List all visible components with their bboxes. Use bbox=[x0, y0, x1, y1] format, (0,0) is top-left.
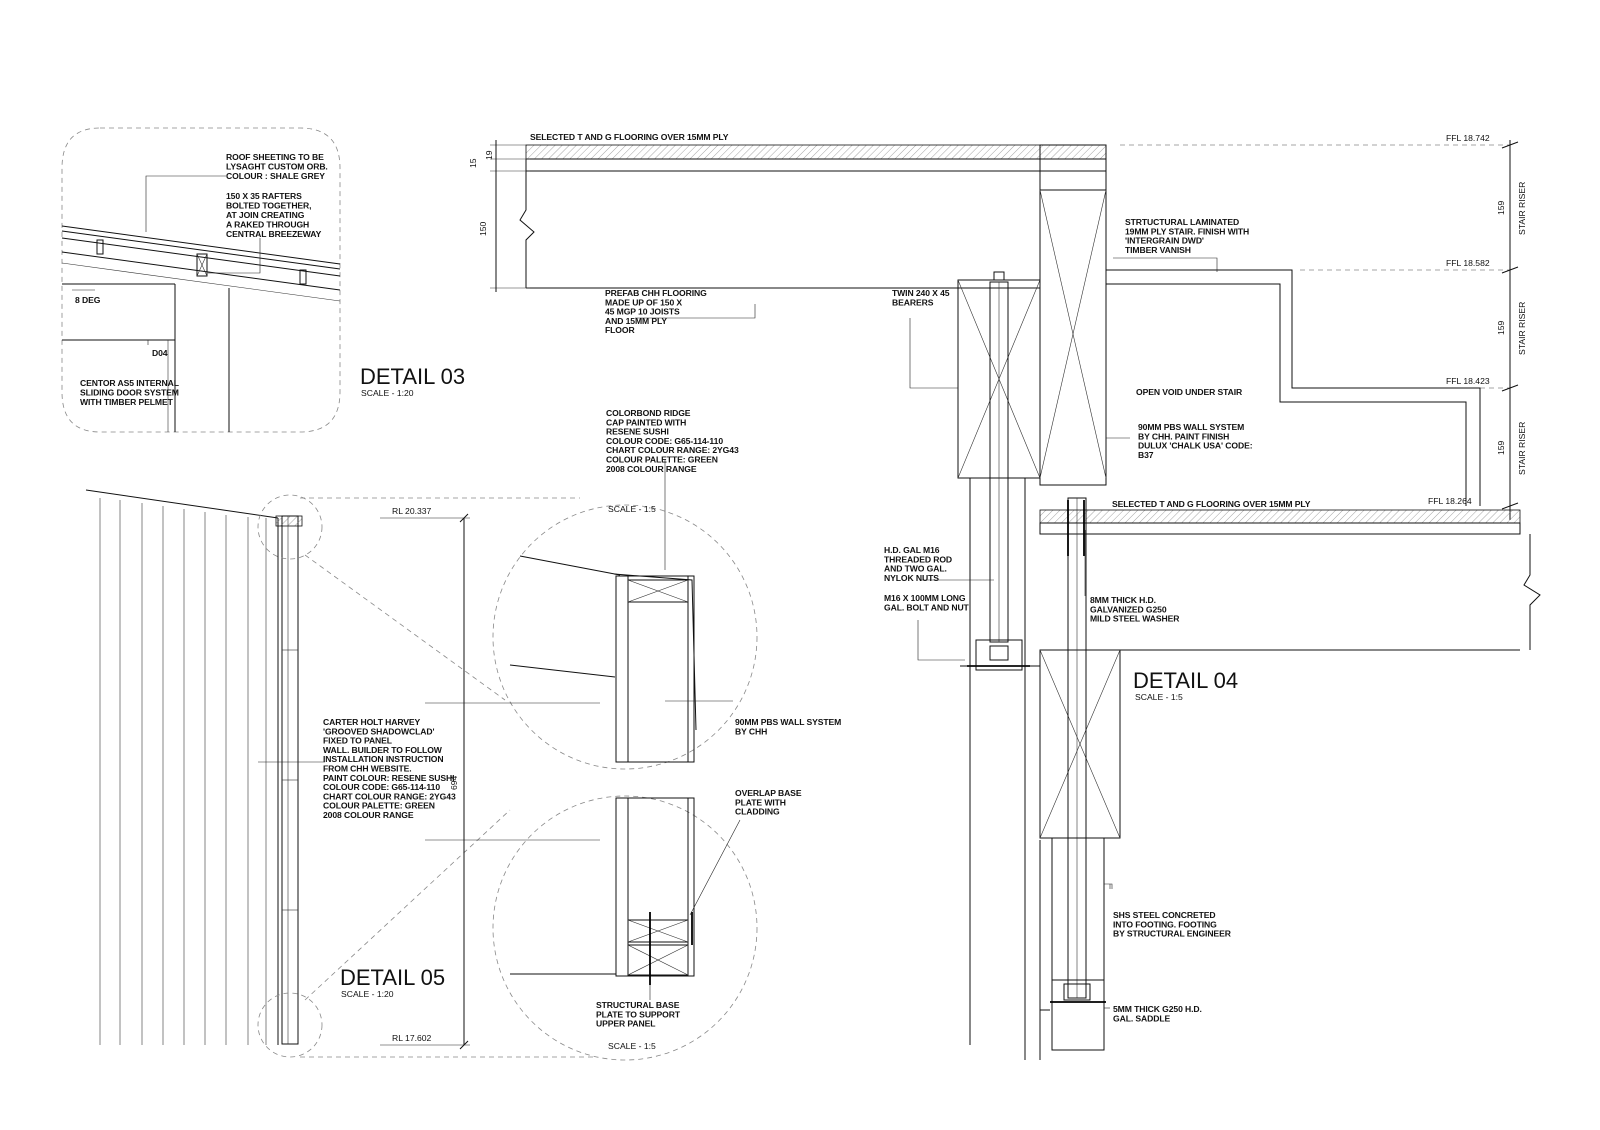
detail-04-scale: SCALE - 1:5 bbox=[1135, 692, 1183, 702]
shs-note: SHS STEEL CONCRETED INTO FOOTING. FOOTIN… bbox=[1113, 910, 1232, 939]
stair-stringer bbox=[1106, 269, 1481, 506]
dim-19: 19 bbox=[484, 150, 494, 160]
d05-base-note: STRUCTURAL BASE PLATE TO SUPPORT UPPER P… bbox=[596, 1000, 682, 1029]
d03-rafters-note: 150 X 35 RAFTERS BOLTED TOGETHER, AT JOI… bbox=[226, 191, 322, 239]
d05-ridge-note: COLORBOND RIDGE CAP PAINTED WITH RESENE … bbox=[606, 408, 741, 474]
d03-roof-note: ROOF SHEETING TO BE LYSAGHT CUSTOM ORB. … bbox=[226, 152, 330, 181]
ffl-4: FFL 18.264 bbox=[1428, 496, 1472, 506]
dim-15: 15 bbox=[468, 158, 478, 168]
d05-height-dim: 694 bbox=[449, 775, 459, 790]
ridge-cap-detail bbox=[509, 555, 697, 763]
lower-floor-ply bbox=[1039, 509, 1521, 524]
d05-circle-bottom-scale: SCALE - 1:5 bbox=[608, 1041, 656, 1051]
detail-03-title: DETAIL 03 bbox=[360, 364, 465, 389]
detail-04: 15 19 150 SELECTED T AND G FLOORING OVER… bbox=[468, 132, 1541, 1060]
ffl-3: FFL 18.423 bbox=[1446, 376, 1490, 386]
void-note: OPEN VOID UNDER STAIR bbox=[1136, 387, 1243, 397]
saddle-note: 5MM THICK G250 H.D. GAL. SADDLE bbox=[1113, 1004, 1204, 1023]
detail-03-scale: SCALE - 1:20 bbox=[361, 388, 414, 398]
detail-05-scale: SCALE - 1:20 bbox=[341, 989, 394, 999]
d05-enlarged-top bbox=[492, 504, 758, 770]
rod-note: H.D. GAL M16 THREADED ROD AND TWO GAL. N… bbox=[884, 545, 954, 583]
floor-top-note: SELECTED T AND G FLOORING OVER 15MM PLY bbox=[530, 132, 729, 142]
riser-dim-2: 159 bbox=[1496, 320, 1506, 335]
detail-03-frame bbox=[61, 127, 341, 433]
prefab-note: PREFAB CHH FLOORING MADE UP OF 150 X 45 … bbox=[605, 288, 709, 335]
cladding-boards bbox=[99, 498, 267, 1045]
d05-rl-bottom: RL 17.602 bbox=[392, 1033, 432, 1043]
d05-callout-bottom bbox=[257, 992, 323, 1058]
riser-label-2: STAIR RISER bbox=[1517, 302, 1527, 355]
dim-150: 150 bbox=[478, 221, 488, 236]
detail-05-title: DETAIL 05 bbox=[340, 965, 445, 990]
riser-label-3: STAIR RISER bbox=[1517, 422, 1527, 475]
floor-bottom-note: SELECTED T AND G FLOORING OVER 15MM PLY bbox=[1112, 499, 1311, 509]
base-plate-detail bbox=[510, 797, 695, 985]
d05-circle-top-scale: SCALE - 1:5 bbox=[608, 504, 656, 514]
ffl-1: FFL 18.742 bbox=[1446, 133, 1490, 143]
bearers-note: TWIN 240 X 45 BEARERS bbox=[892, 288, 952, 307]
detail-05: RL 20.337 RL 17.602 694 CARTER HOLT HARV… bbox=[85, 408, 844, 1061]
bolt-note: M16 X 100MM LONG GAL. BOLT AND NUT bbox=[884, 593, 970, 612]
d05-cladding-note: CARTER HOLT HARVEY 'GROOVED SHADOWCLAD' … bbox=[323, 717, 458, 820]
d03-angle: 8 DEG bbox=[75, 295, 101, 305]
d05-enlarged-bottom bbox=[492, 795, 758, 1061]
wall-system-note: 90MM PBS WALL SYSTEM BY CHH. PAINT FINIS… bbox=[1138, 422, 1255, 460]
d03-door-tag: D04 bbox=[152, 348, 168, 358]
riser-label-1: STAIR RISER bbox=[1517, 182, 1527, 235]
d05-overlap-note: OVERLAP BASE PLATE WITH CLADDING bbox=[735, 788, 804, 817]
d05-callout-top bbox=[257, 494, 323, 560]
detail-03: ROOF SHEETING TO BE LYSAGHT CUSTOM ORB. … bbox=[61, 127, 465, 433]
d03-door-note: CENTOR AS5 INTERNAL SLIDING DOOR SYSTEM … bbox=[80, 378, 181, 407]
roof-rafters bbox=[61, 225, 341, 302]
riser-dim-1: 159 bbox=[1496, 200, 1506, 215]
detail-04-title: DETAIL 04 bbox=[1133, 668, 1238, 693]
d05-wall-note: 90MM PBS WALL SYSTEM BY CHH bbox=[735, 717, 844, 736]
stair-note: STRTUCTURAL LAMINATED 19MM PLY STAIR. FI… bbox=[1125, 217, 1251, 255]
ffl-2: FFL 18.582 bbox=[1446, 258, 1490, 268]
d05-rl-top: RL 20.337 bbox=[392, 506, 432, 516]
riser-dim-3: 159 bbox=[1496, 440, 1506, 455]
upper-floor-ply bbox=[525, 144, 1107, 160]
washer-note: 8MM THICK H.D. GALVANIZED G250 MILD STEE… bbox=[1090, 595, 1180, 624]
